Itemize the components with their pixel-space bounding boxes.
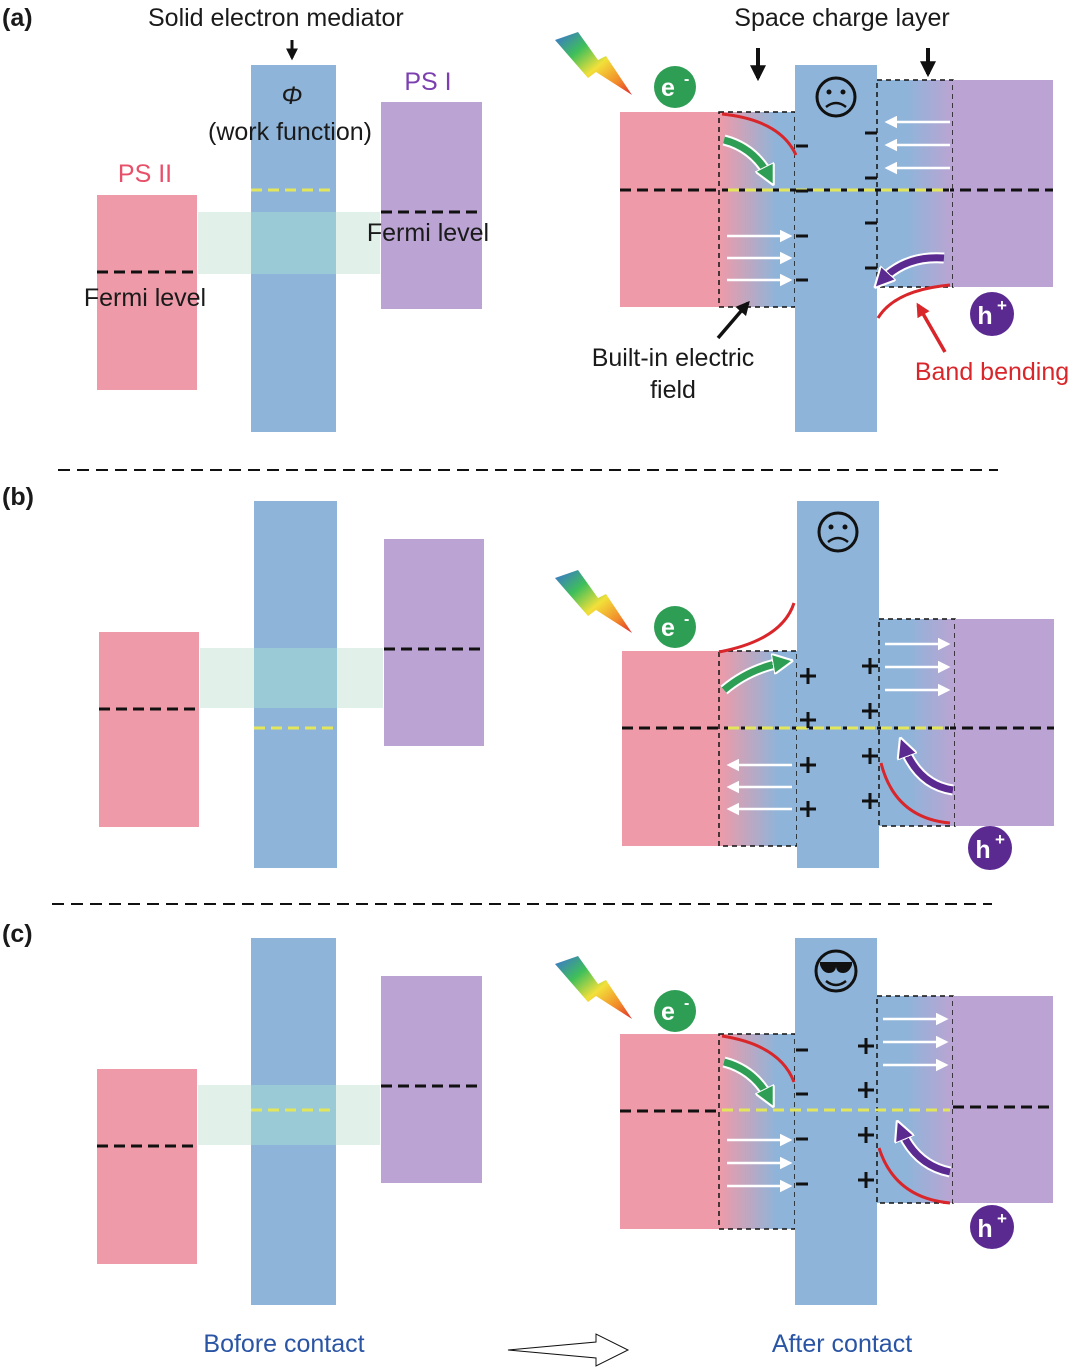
space-charge-right xyxy=(879,619,955,826)
ps2-block-after xyxy=(620,112,720,307)
built-in-field-arrows-right xyxy=(885,637,951,697)
electron-flow-arrow xyxy=(723,1058,770,1100)
ps2-block xyxy=(97,1069,197,1264)
mediator-overlap xyxy=(251,212,336,274)
electron-badge xyxy=(654,606,696,648)
ps1-block-after xyxy=(955,619,1054,826)
panel-a-label: (a) xyxy=(2,4,33,32)
fermi-level-left-label: Fermi level xyxy=(84,284,206,312)
hole-symbol: h xyxy=(977,1215,992,1243)
electron-symbol: e xyxy=(661,614,675,642)
space-charge-right-box xyxy=(876,995,954,1204)
electron-sup: - xyxy=(684,71,689,88)
lightning-icon xyxy=(555,956,632,1019)
built-in-field-label-line1: Built-in electric xyxy=(592,344,755,372)
ps2-label: PS II xyxy=(118,160,172,188)
ps1-block xyxy=(384,539,484,746)
electron-symbol: e xyxy=(661,74,675,102)
hole-sup: + xyxy=(995,830,1005,849)
band-bending-label: Band bending xyxy=(915,358,1069,386)
panel-b-label: (b) xyxy=(2,483,34,511)
solid-electron-mediator-label: Solid electron mediator xyxy=(148,4,404,32)
panel-b: (b) e - xyxy=(2,483,1054,870)
ps2-block-after xyxy=(620,1034,720,1229)
hole-symbol: h xyxy=(977,302,992,330)
built-in-field-pointer xyxy=(716,300,750,340)
space-charge-layer-label: Space charge layer xyxy=(734,4,949,32)
hole-badge xyxy=(968,826,1012,870)
ps1-block-after xyxy=(953,996,1053,1203)
electron-sup: - xyxy=(684,995,689,1012)
transition-arrow-icon xyxy=(507,1333,630,1367)
phi-symbol: Φ xyxy=(282,82,303,110)
electron-sup: - xyxy=(684,611,689,628)
built-in-field-arrows-right xyxy=(884,115,950,175)
panel-c-label: (c) xyxy=(2,920,33,948)
hole-sup: + xyxy=(997,296,1007,315)
positive-charges xyxy=(858,1038,874,1188)
band-bending-curve-right xyxy=(877,1147,951,1205)
band-bending-curve-right xyxy=(876,283,951,319)
mediator-overlap xyxy=(251,1085,336,1145)
lightning-icon xyxy=(555,570,632,633)
hole-symbol: h xyxy=(975,836,990,864)
negative-charges xyxy=(796,131,877,282)
negative-charges xyxy=(796,1048,808,1186)
built-in-field-arrows-right xyxy=(883,1012,949,1072)
hole-flow-arrow xyxy=(903,745,954,794)
hole-flow-arrow xyxy=(900,1128,951,1176)
built-in-field-label-line2: field xyxy=(650,376,696,404)
built-in-field-arrows-left xyxy=(727,1133,793,1193)
electron-symbol: e xyxy=(661,998,675,1026)
electron-badge xyxy=(654,990,696,1032)
mediator-block-after xyxy=(797,501,879,868)
sad-face-icon xyxy=(817,511,859,553)
ps1-label: PS I xyxy=(404,68,451,96)
space-charge-right-box xyxy=(878,618,956,827)
ps2-block xyxy=(97,195,197,390)
ps2-block xyxy=(99,632,199,827)
ps2-block-after xyxy=(622,651,720,846)
ps1-block xyxy=(381,102,482,309)
positive-charges xyxy=(800,658,878,817)
mediator-overlap xyxy=(254,648,337,708)
band-bending-pointer xyxy=(916,302,947,353)
hole-badge xyxy=(970,292,1014,336)
work-function-label: (work function) xyxy=(208,118,372,146)
panel-a: (a) Solid electron mediator Φ (work func… xyxy=(2,4,1069,432)
before-contact-label: Bofore contact xyxy=(203,1330,364,1358)
built-in-field-arrows-left xyxy=(727,229,793,287)
panel-c: (c) e - xyxy=(2,920,1053,1305)
band-bending-curve-left xyxy=(721,1034,796,1083)
lightning-icon xyxy=(555,32,632,95)
after-contact-label: After contact xyxy=(772,1330,912,1358)
ps1-block xyxy=(381,976,482,1183)
band-bending-curve-right xyxy=(879,762,951,825)
hole-flow-arrow xyxy=(880,254,945,282)
hole-badge xyxy=(970,1205,1014,1249)
built-in-field-arrows-left xyxy=(726,758,792,816)
band-bending-curve-left xyxy=(718,602,796,654)
space-charge-right-box xyxy=(876,79,954,288)
cool-face-icon xyxy=(814,949,858,993)
ps1-block-after xyxy=(953,80,1053,287)
hole-sup: + xyxy=(997,1209,1007,1228)
electron-flow-arrow xyxy=(721,662,785,693)
electron-badge xyxy=(654,66,696,108)
fermi-level-right-label: Fermi level xyxy=(367,219,489,247)
sad-face-icon xyxy=(815,76,857,118)
mediator-block-after xyxy=(795,65,877,432)
electron-flow-arrow xyxy=(723,136,770,178)
mediator-block-after xyxy=(795,938,877,1305)
band-bending-curve-left xyxy=(721,112,798,156)
